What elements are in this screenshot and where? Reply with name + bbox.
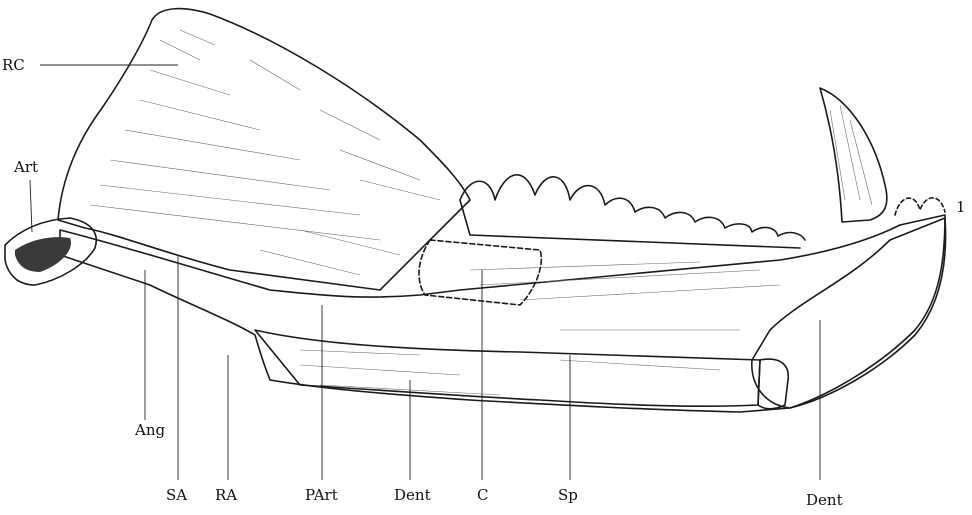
leader-lines (30, 65, 820, 480)
label-dent-right: Dent (806, 491, 843, 509)
label-part: PArt (305, 486, 338, 504)
label-ra: RA (215, 486, 237, 504)
coronoid-process (58, 9, 470, 290)
label-tooth-marker: 1 (956, 198, 966, 216)
coronoid-bone-c (419, 240, 541, 305)
canine-tooth (820, 88, 887, 222)
label-rc: RC (2, 56, 25, 74)
label-ang: Ang (134, 421, 165, 439)
label-sa: SA (166, 486, 187, 504)
label-art: Art (13, 158, 38, 176)
label-sp: Sp (558, 486, 578, 504)
teeth-row (460, 175, 805, 248)
label-c: C (477, 486, 488, 504)
mandible-body (60, 215, 945, 412)
coronoid-hatching (90, 30, 440, 275)
labels: RC Art Ang SA RA PArt Dent C Sp Dent 1 (2, 56, 966, 509)
label-dent-lower: Dent (394, 486, 431, 504)
broken-teeth-outline (895, 198, 945, 215)
